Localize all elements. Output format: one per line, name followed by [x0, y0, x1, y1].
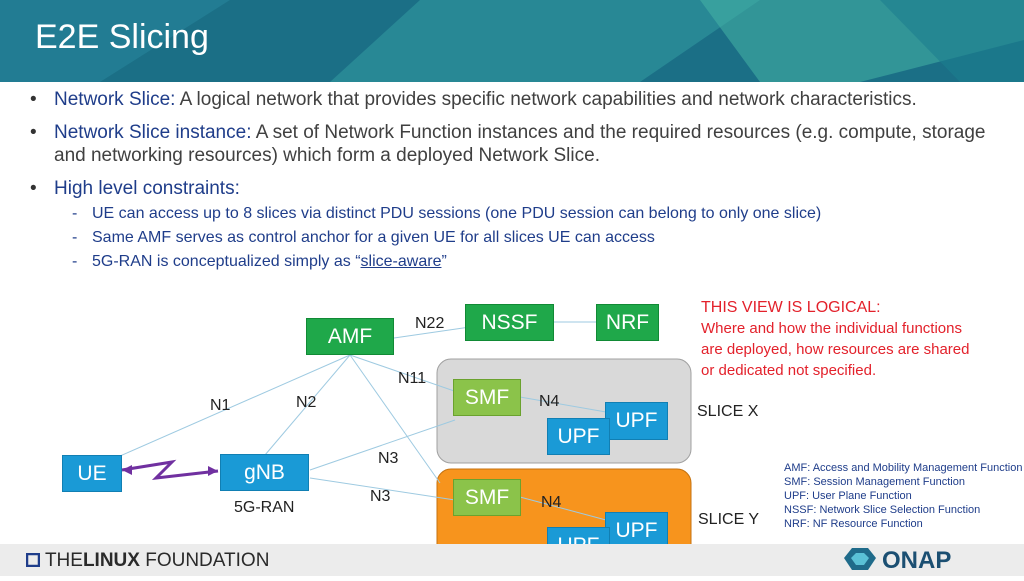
- constraint-suffix: ”: [441, 253, 447, 270]
- abbreviation-item: NSSF: Network Slice Selection Function: [784, 504, 981, 516]
- nrf-node[interactable]: NRF: [596, 304, 659, 341]
- bullet-term: Network Slice:: [54, 89, 176, 110]
- bullet-desc: A set of Network Function instances and …: [54, 122, 986, 166]
- note-title: THIS VIEW IS LOGICAL:: [701, 299, 881, 316]
- lf-text-prefix: THE: [44, 550, 83, 571]
- header-decoration: [0, 0, 1024, 82]
- linux-foundation-square-icon: [25, 552, 41, 568]
- constraint-item: -5G-RAN is conceptualized simply as “sli…: [72, 253, 447, 270]
- linux-foundation-logo: THELINUX FOUNDATION: [25, 550, 270, 572]
- bullet-term: High level constraints:: [54, 178, 240, 199]
- nssf-node[interactable]: NSSF: [465, 304, 554, 341]
- constraint-text: UE can access up to 8 slices via distinc…: [92, 205, 822, 222]
- onap-text: ONAP: [882, 547, 951, 574]
- arrow-right-icon: [208, 466, 218, 476]
- n4-label: N4: [541, 494, 562, 511]
- n3-label: N3: [378, 450, 399, 467]
- bullet-term: Network Slice instance:: [54, 122, 252, 143]
- n22-label: N22: [415, 315, 445, 332]
- n2-label: N2: [296, 394, 317, 411]
- ran-label: 5G-RAN: [234, 499, 295, 516]
- bullet-desc: A logical network that provides specific…: [175, 89, 917, 110]
- bullet-list: •Network Slice: A logical network that p…: [30, 88, 990, 274]
- constraint-text: Same AMF serves as control anchor for a …: [92, 229, 655, 246]
- note-line: are deployed, how resources are shared: [701, 341, 970, 358]
- constraint-item: -Same AMF serves as control anchor for a…: [72, 229, 655, 246]
- bullet-network-slice-instance: •Network Slice instance: A set of Networ…: [30, 122, 986, 166]
- smf-slice-y-node[interactable]: SMF: [453, 479, 521, 516]
- bullet-network-slice: •Network Slice: A logical network that p…: [30, 89, 917, 110]
- arrow-left-icon: [122, 465, 132, 475]
- abbreviation-item: SMF: Session Management Function: [784, 476, 965, 488]
- note-line: or dedicated not specified.: [701, 362, 877, 379]
- note-line: Where and how the individual functions: [701, 320, 962, 337]
- n1-label: N1: [210, 397, 231, 414]
- title-bar: E2E Slicing: [0, 0, 1024, 82]
- gnb-node[interactable]: gNB: [220, 454, 309, 491]
- logical-view-note: THIS VIEW IS LOGICAL: Where and how the …: [701, 297, 1001, 381]
- abbreviation-item: AMF: Access and Mobility Management Func…: [784, 462, 1023, 474]
- constraint-item: -UE can access up to 8 slices via distin…: [72, 205, 822, 222]
- upf-slice-y-node[interactable]: UPF: [605, 512, 668, 550]
- ue-node[interactable]: UE: [62, 455, 122, 492]
- n4-label: N4: [539, 393, 560, 410]
- n3-label: N3: [370, 488, 391, 505]
- upf-slice-x-node[interactable]: UPF: [547, 418, 610, 455]
- amf-node[interactable]: AMF: [306, 318, 394, 355]
- bullet-constraints: •High level constraints:: [30, 178, 240, 199]
- page-title: E2E Slicing: [35, 18, 209, 56]
- slice-aware-link[interactable]: slice-aware: [360, 253, 442, 270]
- abbreviation-legend: AMF: Access and Mobility Management Func…: [784, 461, 1024, 531]
- abbreviation-item: UPF: User Plane Function: [784, 490, 912, 502]
- slice-x-label: SLICE X: [697, 403, 759, 420]
- upf-slice-x-node[interactable]: UPF: [605, 402, 668, 440]
- lf-text-bold: LINUX: [82, 550, 140, 571]
- onap-logo-graphic: ONAP: [844, 547, 951, 574]
- n11-label: N11: [398, 370, 427, 387]
- abbreviation-item: NRF: NF Resource Function: [784, 518, 923, 530]
- slice-y-label: SLICE Y: [698, 511, 760, 528]
- onap-logo: ONAP: [842, 546, 982, 576]
- ue-gnb-radio-link: [121, 459, 219, 480]
- lf-text-suffix: FOUNDATION: [139, 550, 270, 571]
- constraint-prefix: 5G-RAN is conceptualized simply as “: [92, 253, 361, 270]
- smf-slice-x-node[interactable]: SMF: [453, 379, 521, 416]
